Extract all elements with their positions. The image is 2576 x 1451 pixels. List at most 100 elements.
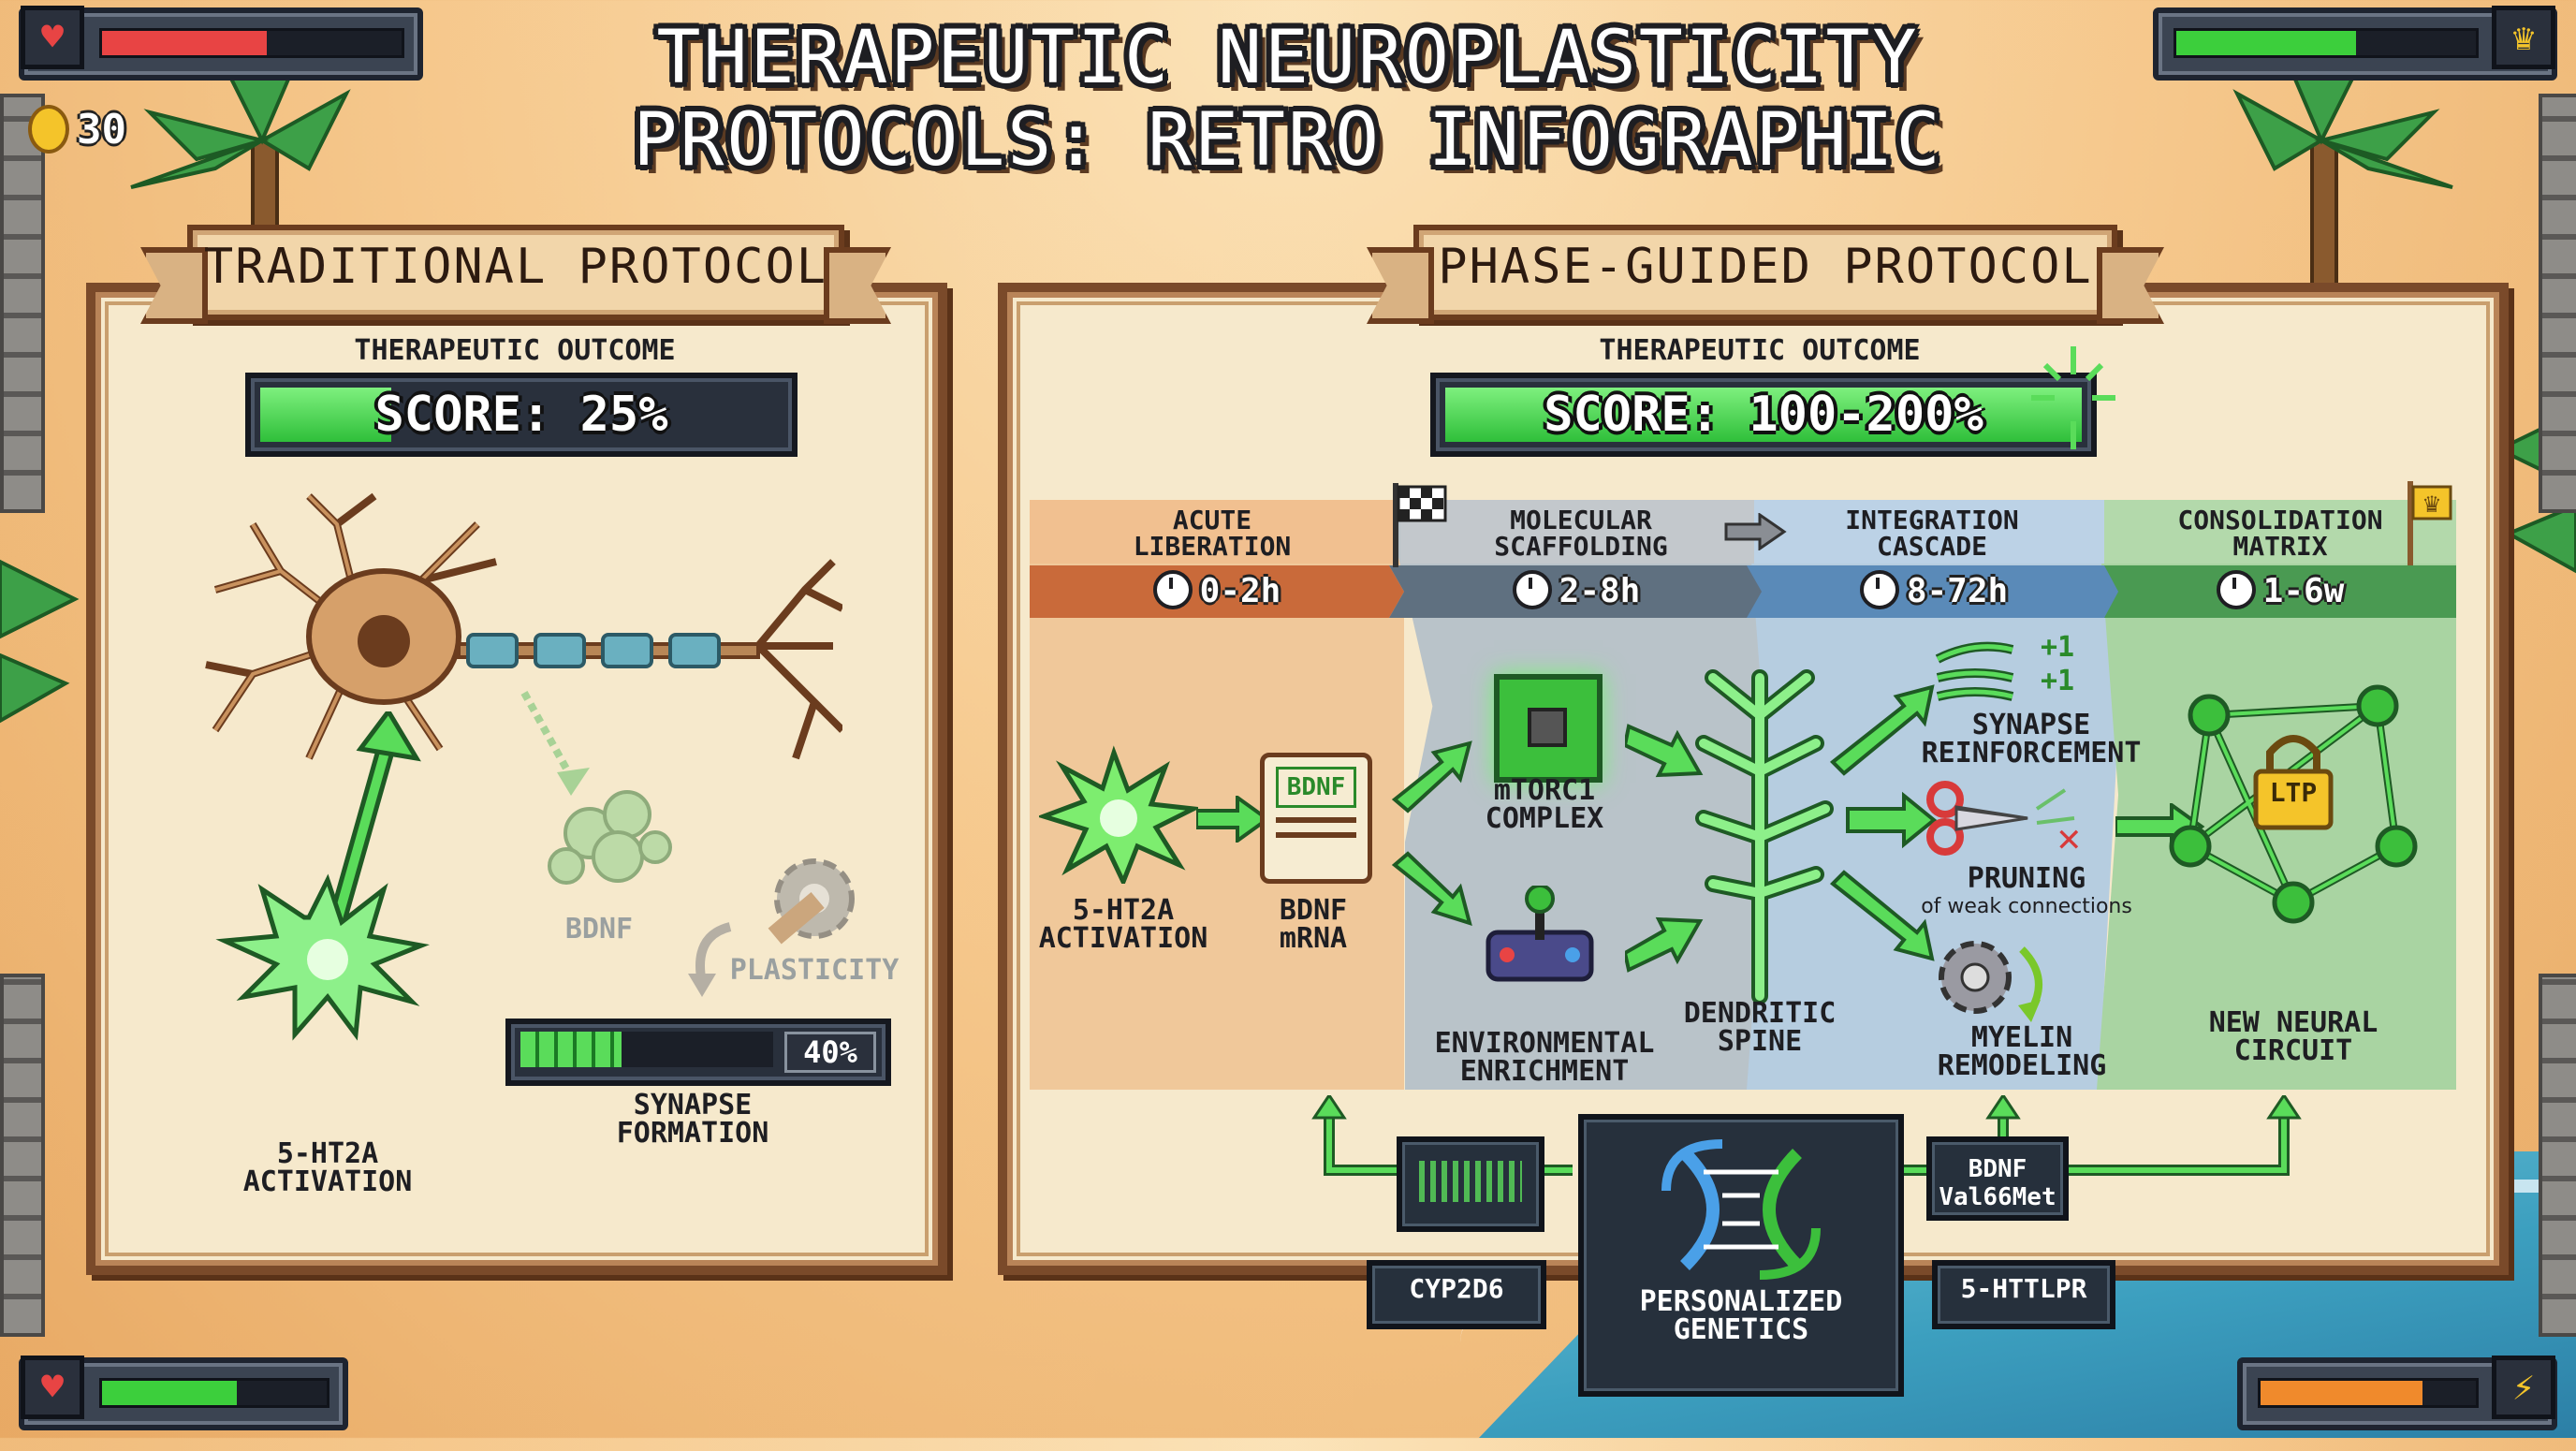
synapse-percent: 40% [784,1032,876,1073]
traditional-score-fill [260,388,391,442]
phase-score-text: SCORE: 100-200% [1544,387,1983,443]
synapse-label-line-2: FORMATION [616,1117,769,1150]
node-label-line-1: 5-HT2A [1072,894,1175,927]
node-label-line-2: ACTIVATION [1038,922,1208,955]
signal-display-box [1397,1136,1544,1232]
clock-icon [1859,570,1899,609]
health-bar-fill [102,31,267,55]
stone-wall-right-lower [2539,974,2576,1337]
traditional-score-bar: SCORE: 25% [245,373,798,457]
lightning-icon: ⚡ [2492,1356,2555,1419]
synapse-bar-fill [520,1032,622,1067]
node-label-line-2: ENRICHMENT [1459,1055,1630,1088]
bdnf-cluster-icon [520,691,672,885]
clock-icon [1152,570,1193,609]
traditional-plasticity-label: PLASTICITY [729,954,900,987]
activation-label-line-2: ACTIVATION [242,1165,413,1198]
gene-label-line-1: BDNF [1968,1155,2027,1183]
synapse-strands-icon [1935,641,2014,701]
phase-time-integration: 8-72h [1747,565,2121,618]
genetics-label-line-1: PERSONALIZED [1639,1285,1843,1318]
genetics-label: PERSONALIZED GENETICS [1584,1288,1898,1344]
traditional-bdnf-label: BDNF [564,913,634,945]
traditional-outcome-label: THERAPEUTIC OUTCOME [354,334,676,367]
phase-score-bar: SCORE: 100-200% [1430,373,2097,457]
node-label-line-1: SYNAPSE [1971,709,2091,741]
traditional-banner: TRADITIONAL PROTOCOL [187,225,844,320]
activation-label-line-1: 5-HT2A [276,1137,379,1170]
clock-icon [2216,570,2256,609]
coin-count: 30 [77,105,126,154]
dendritic-spine-label: DENDRITIC SPINE [1657,1000,1863,1056]
node-label-line-2: of weak connections [1921,895,2132,918]
checkered-flag-icon [1393,483,1447,567]
node-label-line-1: PRUNING [1967,862,2086,895]
phase-header-integration: INTEGRATION CASCADE [1754,500,2110,564]
node-label-line-2: REMODELING [1937,1049,2107,1082]
synapse-formation-label: SYNAPSE FORMATION [562,1092,824,1148]
progress-bar-top [2174,28,2479,58]
new-neural-circuit-label: NEW NEURAL CIRCUIT [2172,1009,2415,1065]
scissors-icon: ✕ [1926,781,2083,856]
synapse-label-line-1: SYNAPSE [633,1089,753,1121]
phase-name-line-2: SCAFFOLDING [1494,531,1668,562]
health-bar-bottom [99,1378,329,1408]
bdnf-val66met-box: BDNF Val66Met [1926,1136,2069,1221]
traditional-activation-label: 5-HT2A ACTIVATION [187,1140,468,1196]
myelin-remodeling-label: MYELIN REMODELING [1891,1024,2153,1080]
traditional-score-text: SCORE: 25% [374,387,668,443]
node-label-line-2: COMPLEX [1485,802,1604,835]
node-label-line-1: DENDRITIC [1683,997,1837,1030]
node-label-line-2: SPINE [1717,1025,1803,1058]
signal-pattern [1419,1161,1522,1202]
molecular-branch-arrows [1391,740,1472,926]
myelin-gear-icon [1939,941,2042,1022]
acute-activation-label: 5-HT2A ACTIVATION [1030,897,1217,953]
activation-burst-icon [1039,745,1198,884]
clock-icon [1512,570,1552,609]
stone-wall-right [2539,94,2576,513]
node-label-line-1: BDNF [1279,894,1348,927]
mtorc1-label: mTORC1 COMPLEX [1451,777,1638,833]
phase-name-line-2: LIBERATION [1133,531,1292,562]
phase-name-line-1: MOLECULAR [1510,505,1652,535]
synapse-bar-track [520,1032,773,1067]
phase-name-line-1: ACUTE [1172,505,1252,535]
stone-wall-left [0,94,45,513]
neuron-illustration [205,492,842,760]
phase-score-fill [1445,388,2082,442]
health-bar-top [99,28,404,58]
energy-bar [2258,1378,2479,1408]
bdnf-mrna-scroll-icon: BDNF [1260,753,1372,884]
personalized-genetics-box: PERSONALIZED GENETICS [1578,1114,1904,1397]
svg-text:✕: ✕ [2056,822,2083,856]
node-label-line-1: NEW NEURAL [2208,1006,2378,1039]
bdnf-mrna-label: BDNF mRNA [1234,897,1393,953]
gene-label-line-2: Val66Met [1939,1183,2056,1211]
httlpr-box: 5-HTTLPR [1932,1260,2115,1329]
mrna-tag: BDNF [1276,767,1356,808]
node-label-line-1: mTORC1 [1493,774,1596,807]
phase-name-line-1: CONSOLIDATION [2177,505,2383,535]
traditional-activation-icon [215,711,430,1041]
title-line-2: PROTOCOLS: RETRO INFOGRAPHIC [633,98,1943,183]
to-spine-arrows [1625,724,1704,973]
page-title: THERAPEUTIC NEUROPLASTICITY PROTOCOLS: R… [393,17,2183,182]
energy-bar-fill [2261,1381,2422,1405]
next-arrow-icon [1724,513,1787,550]
phase-time-text: 2-8h [1559,572,1641,610]
pruning-label: PRUNING of weak connections [1872,865,2181,921]
plus-one-a: +1 [2041,631,2075,664]
heart-icon: ♥ [21,1356,84,1419]
flow-arrow-icon [1196,796,1271,843]
genetics-label-line-2: GENETICS [1673,1313,1809,1346]
phase-header-consolidation: CONSOLIDATION MATRIX [2104,500,2456,564]
stone-wall-left-lower [0,974,45,1337]
phase-time-text: 1-6w [2262,572,2345,610]
phase-diagram: ACUTE LIBERATION MOLECULAR SCAFFOLDING I… [1030,481,2456,1090]
integration-arrows [1829,684,1938,961]
health-bar-bottom-fill [102,1381,237,1405]
phase-header-acute: ACUTE LIBERATION [1030,500,1395,564]
coin-counter: 30 [28,105,126,154]
cyp2d6-box: CYP2D6 [1367,1260,1546,1329]
